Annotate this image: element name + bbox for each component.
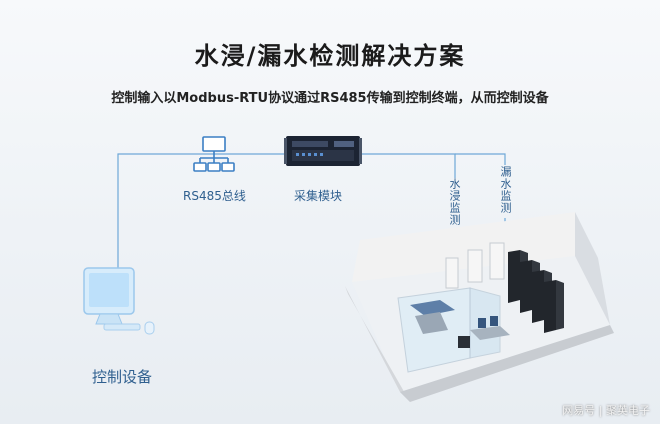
computer-monitor-icon <box>83 267 155 335</box>
watermark-separator: | <box>598 404 603 417</box>
control-device-label: 控制设备 <box>92 368 153 386</box>
water-immersion-sensor-label: 水浸监测 <box>448 178 461 226</box>
network-topology-icon <box>193 136 235 172</box>
watermark: 网易号 | 聚英电子 <box>562 402 650 418</box>
acquisition-module-device <box>284 136 362 166</box>
watermark-author: 聚英电子 <box>606 404 650 417</box>
water-leak-sensor-label: 漏水监测 <box>499 166 512 214</box>
watermark-source: 网易号 <box>562 404 596 417</box>
rs485-bus-label: RS485总线 <box>183 189 246 203</box>
server-room-illustration <box>345 212 614 402</box>
acquisition-module-label: 采集模块 <box>294 189 343 203</box>
page-title: 水浸/漏水检测解决方案 <box>194 42 466 70</box>
page-subtitle: 控制输入以Modbus-RTU协议通过RS485传输到控制终端，从而控制设备 <box>111 91 549 106</box>
